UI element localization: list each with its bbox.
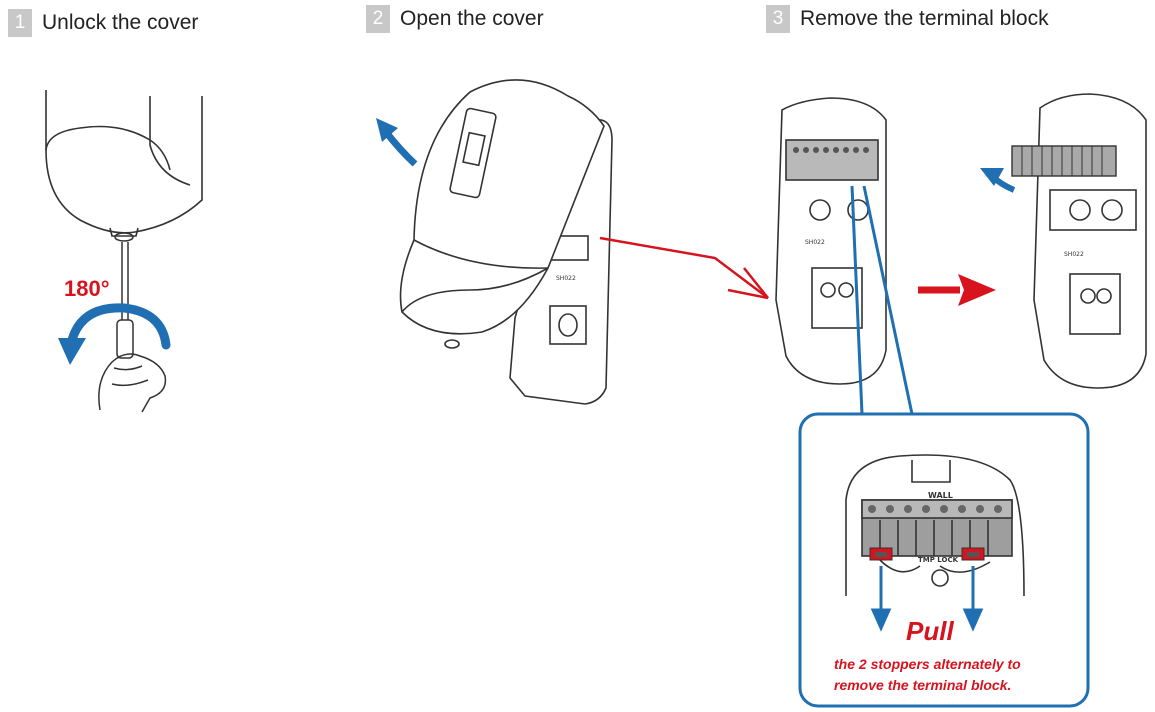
base-plate-with-terminal: SH022 [775, 97, 887, 385]
step-3-title: Remove the terminal block [800, 7, 1049, 30]
rotation-arrow [67, 303, 171, 350]
step-2-title: Open the cover [400, 7, 544, 30]
zoom-lock-label: TMP LOCK [918, 556, 959, 564]
step-3-header: 3 Remove the terminal block [766, 4, 1049, 34]
pull-description: the 2 stoppers alternately to remove the… [834, 656, 1021, 693]
step-2-header: 2 Open the cover [366, 4, 544, 34]
terminal-block-removed [1011, 145, 1117, 177]
step-1-title: Unlock the cover [42, 11, 199, 34]
stopper-right-slot [967, 552, 979, 557]
rotation-arrow-head [58, 338, 86, 365]
remove-arrow-head [980, 168, 1004, 186]
pointer-arrow-head [727, 267, 769, 300]
step-1-number: 1 [8, 9, 32, 37]
stopper-left-slot [875, 552, 887, 557]
zoom-callout-frame [798, 412, 1090, 708]
open-arrow [383, 129, 418, 167]
base-plate-terminal-removed: SH022 [1033, 93, 1147, 389]
terminal-screws [793, 147, 869, 153]
step-1-header: 1 Unlock the cover [8, 8, 198, 38]
zoom-screws [868, 505, 1002, 513]
transition-arrow-head [958, 274, 996, 306]
detector-bottom-illustration [45, 90, 203, 242]
svg-text:SH022: SH022 [805, 239, 825, 246]
screwdriver-icon [98, 242, 167, 413]
zoom-tamper-label: WALL [928, 491, 953, 500]
rotation-label: 180° [64, 276, 110, 301]
pointer-arrow [599, 236, 769, 299]
pull-arrows [870, 566, 984, 632]
pull-label: Pull [906, 616, 954, 646]
step-2-number: 2 [366, 5, 390, 33]
open-cover-illustration: SH022 [399, 79, 613, 405]
svg-text:SH022: SH022 [556, 275, 576, 282]
svg-text:SH022: SH022 [1064, 251, 1084, 258]
open-arrow-head [376, 118, 398, 142]
zoom-leader-lines [850, 185, 914, 415]
terminal-block-teeth [1021, 146, 1103, 176]
step-3-number: 3 [766, 5, 790, 33]
